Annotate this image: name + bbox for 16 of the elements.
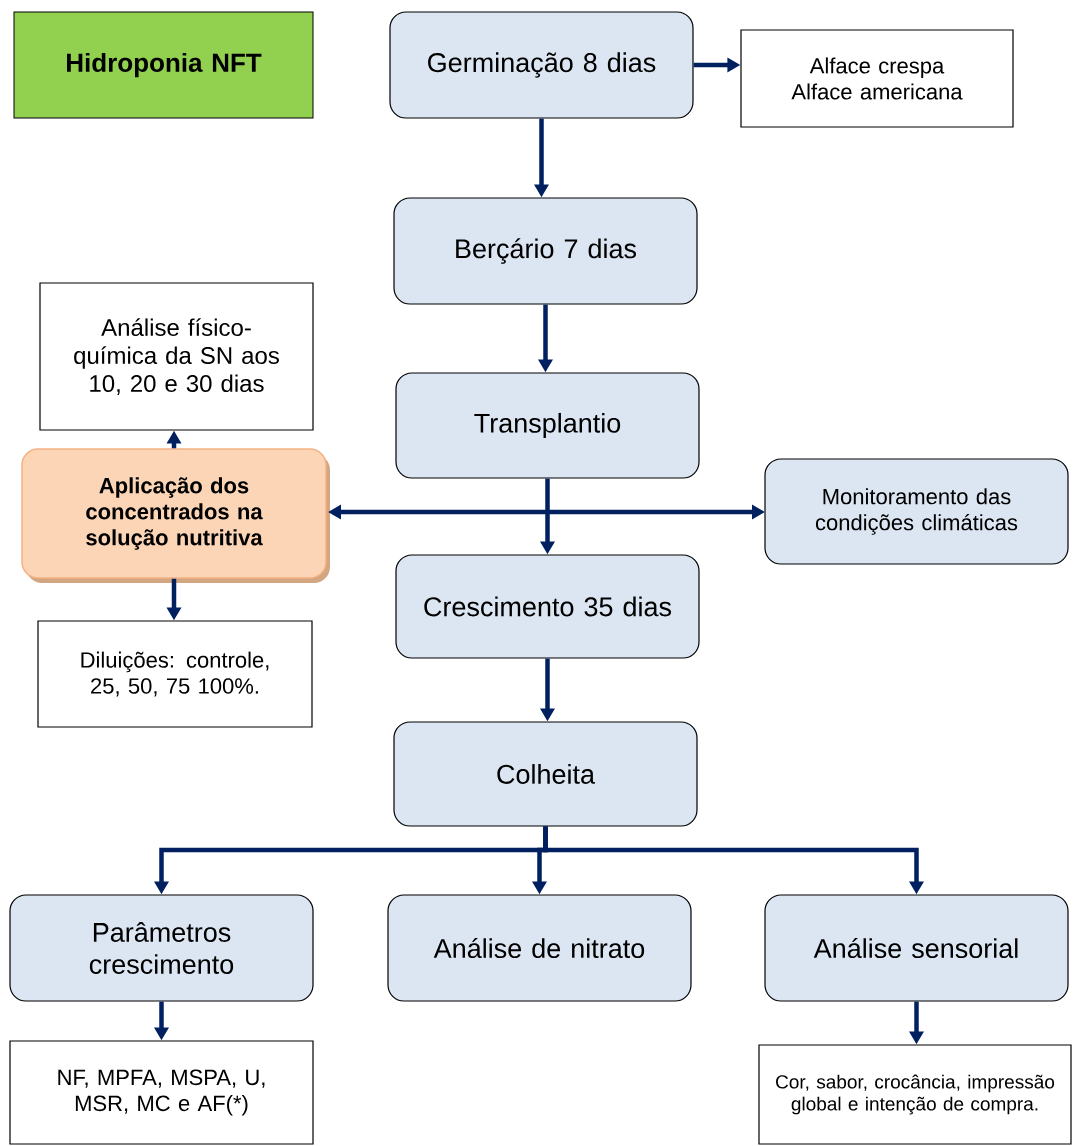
process-box: Crescimento 35 dias [395, 554, 700, 659]
process-box: Colheita [393, 721, 698, 827]
process-box: Berçário 7 dias [393, 197, 698, 305]
process-box: Análise sensorial [764, 894, 1069, 1002]
process-box: Monitoramento das condições climáticas [764, 458, 1069, 565]
note-box: Análise físico-química da SN aos 10, 20 e 30 dias [39, 282, 314, 431]
process-box: Transplantio [395, 372, 700, 479]
process-box: Aplicação dos concentrados na solução nutritiva [21, 448, 330, 583]
title-box: Hidroponia NFT [13, 11, 314, 119]
note-box: Cor, sabor, crocância, impressão global e intenção de compra. [758, 1044, 1072, 1145]
note-box: Diluições: controle, 25, 50, 75 100%. [37, 620, 313, 728]
process-box: Análise de nitrato [387, 894, 692, 1002]
note-box: NF, MPFA, MSPA, U, MSR, MC e AF(*) [9, 1040, 314, 1145]
process-box: Germinação 8 dias [389, 11, 694, 119]
process-box: Parâmetros crescimento [9, 894, 314, 1002]
note-box: Alface crespa Alface americana [740, 29, 1014, 128]
